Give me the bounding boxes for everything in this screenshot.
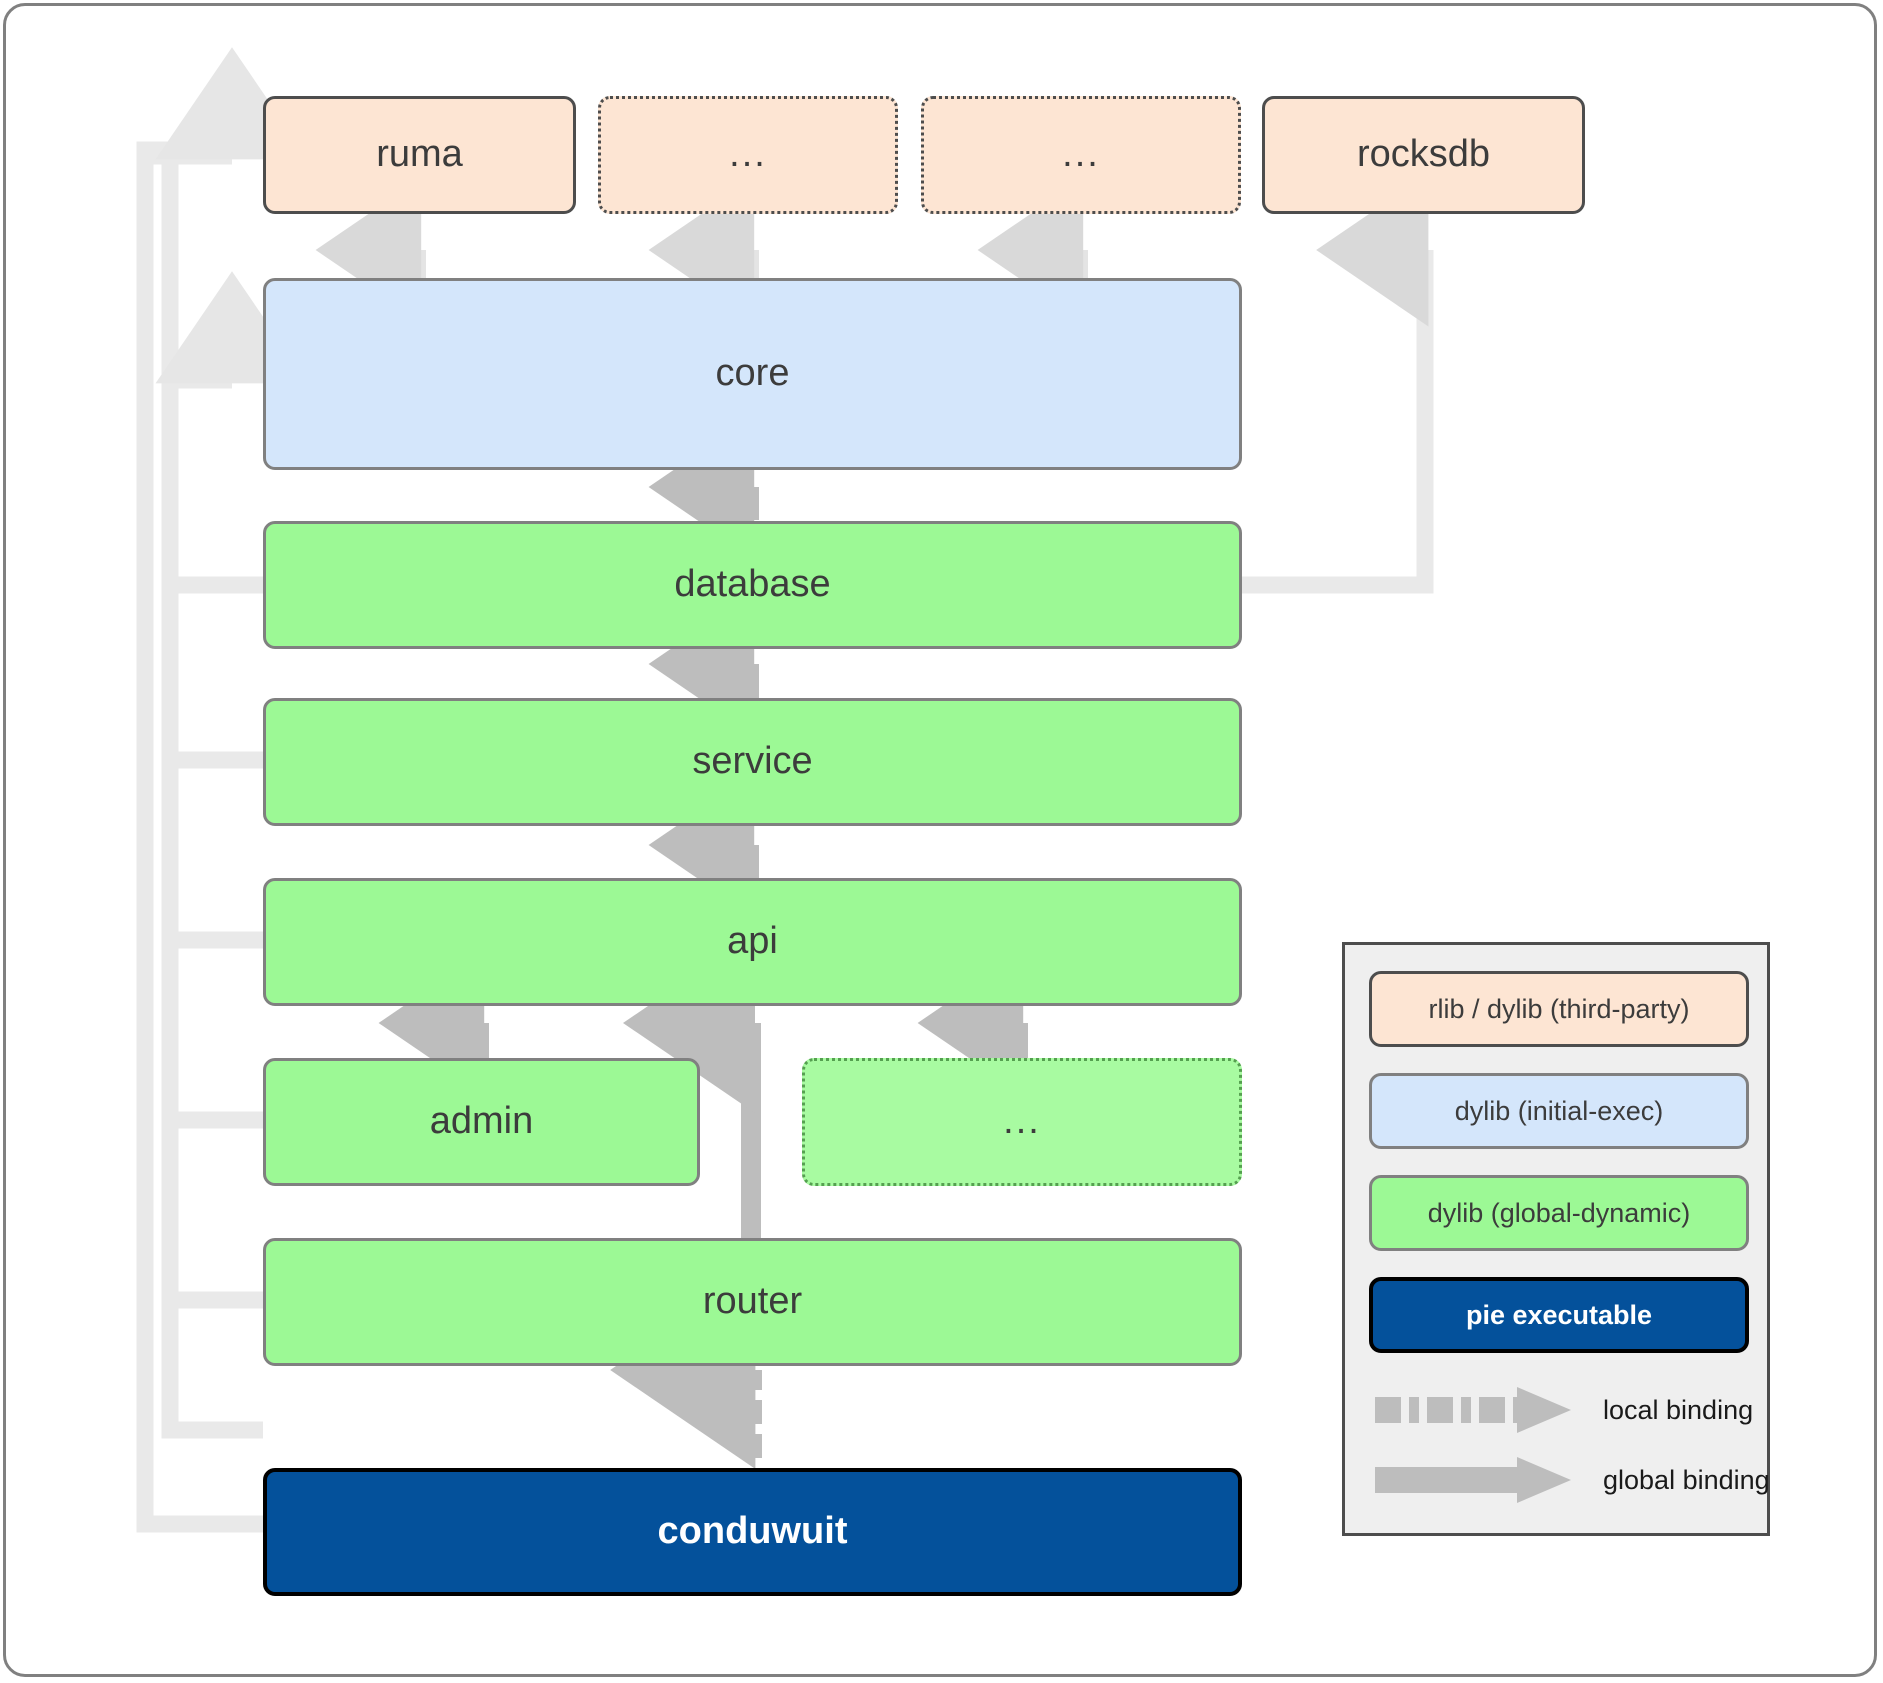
node-ruma[interactable]: ruma — [263, 96, 576, 214]
node-third-party-b[interactable]: ... — [921, 96, 1241, 214]
legend-panel: rlib / dylib (third-party) dylib (initia… — [1342, 942, 1770, 1536]
legend-chip-initial-exec: dylib (initial-exec) — [1369, 1073, 1749, 1149]
node-label-plugin-ellipsis: ... — [1003, 1100, 1041, 1143]
node-service[interactable]: service — [263, 698, 1242, 826]
node-label-conduwuit: conduwuit — [657, 1510, 848, 1553]
node-admin[interactable]: admin — [263, 1058, 700, 1186]
legend-label-local-binding: local binding — [1603, 1395, 1754, 1425]
legend-chip-third-party: rlib / dylib (third-party) — [1369, 971, 1749, 1047]
node-database[interactable]: database — [263, 521, 1242, 649]
node-label-third-party-a: ... — [729, 133, 767, 176]
legend-label-initial-exec: dylib (initial-exec) — [1454, 1095, 1664, 1126]
node-label-third-party-b: ... — [1062, 133, 1100, 176]
legend-label-pie-executable: pie executable — [1465, 1299, 1653, 1330]
legend-label-global-dynamic: dylib (global-dynamic) — [1427, 1197, 1691, 1228]
node-label-rocksdb: rocksdb — [1356, 133, 1491, 176]
node-conduwuit[interactable]: conduwuit — [263, 1468, 1242, 1596]
node-core[interactable]: core — [263, 278, 1242, 470]
legend-local-binding-arrow-icon — [1375, 1387, 1571, 1433]
node-label-ruma: ruma — [376, 133, 463, 176]
node-label-router: router — [702, 1280, 803, 1323]
node-label-service: service — [692, 740, 813, 783]
node-router[interactable]: router — [263, 1238, 1242, 1366]
node-api[interactable]: api — [263, 878, 1242, 1006]
legend-chip-pie-executable: pie executable — [1369, 1277, 1749, 1353]
node-label-admin: admin — [429, 1100, 534, 1143]
legend-label-third-party: rlib / dylib (third-party) — [1428, 993, 1690, 1024]
node-rocksdb[interactable]: rocksdb — [1262, 96, 1585, 214]
legend-global-binding-arrow-icon — [1375, 1457, 1571, 1503]
node-third-party-a[interactable]: ... — [598, 96, 898, 214]
legend-label-global-binding: global binding — [1603, 1465, 1770, 1495]
node-label-core: core — [715, 352, 790, 395]
node-label-database: database — [674, 563, 831, 606]
legend-chip-global-dynamic: dylib (global-dynamic) — [1369, 1175, 1749, 1251]
node-label-api: api — [727, 920, 778, 963]
node-plugin-ellipsis[interactable]: ... — [802, 1058, 1242, 1186]
